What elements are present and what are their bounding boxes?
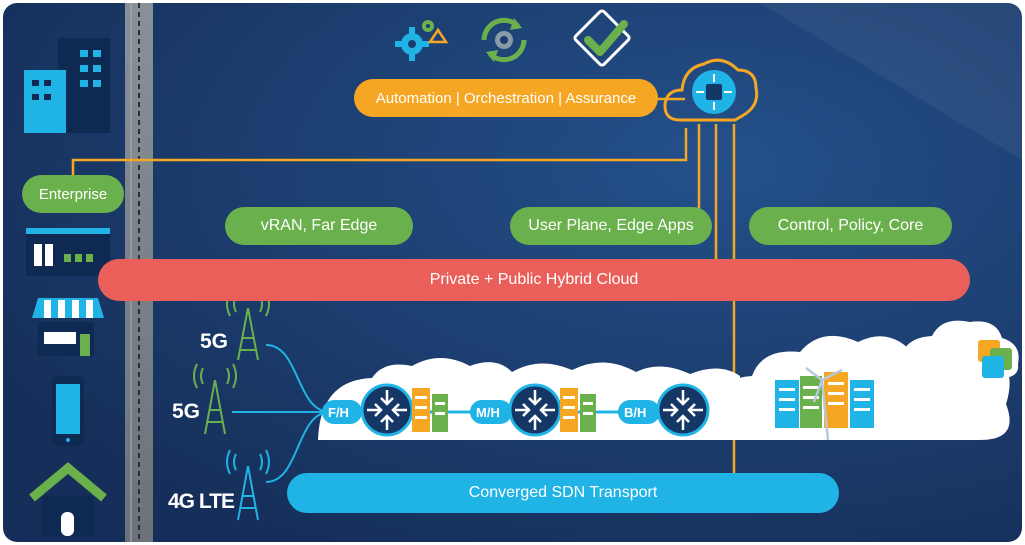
fronthaul-hop-badge <box>322 400 362 424</box>
shop-awning-icon <box>32 298 104 356</box>
data-center-icon <box>775 372 874 428</box>
backhaul-hop-badge <box>618 400 660 424</box>
router-icon <box>508 383 562 437</box>
5g-label-mid: 5G <box>172 400 201 423</box>
wind-turbine-icon <box>805 367 843 441</box>
hybrid-cloud-bar: Private + Public Hybrid Cloud <box>98 259 970 301</box>
assurance-check-icon <box>573 9 631 67</box>
enterprise-label: Enterprise <box>22 175 124 213</box>
transport-chain <box>322 383 710 437</box>
midhaul-label: M/H <box>476 405 500 420</box>
control-policy-core-label: Control, Policy, Core <box>749 207 952 245</box>
router-icon <box>656 383 710 437</box>
automation-gears-icon <box>395 20 449 61</box>
4g-tower-icon <box>226 449 270 521</box>
sdn-transport-bar: Converged SDN Transport <box>287 473 839 513</box>
orchestration-cycle-icon <box>481 17 527 63</box>
server-stack-icon <box>412 388 448 432</box>
backhaul-label: B/H <box>624 405 647 420</box>
home-icon <box>29 462 107 536</box>
midhaul-hop-badge <box>470 400 512 424</box>
orchestration-bar: Automation | Orchestration | Assurance <box>354 79 658 117</box>
mobile-phone-icon <box>52 376 84 446</box>
router-icon <box>360 383 414 437</box>
background-sheen <box>760 3 1022 160</box>
5g-tower-icon-mid <box>193 363 237 435</box>
server-stack-icon <box>560 388 596 432</box>
radio-fronthaul-links <box>232 344 331 483</box>
user-plane-edge-apps-label: User Plane, Edge Apps <box>510 207 712 245</box>
5g-label-top: 5G <box>200 330 229 353</box>
public-cloud-provider-icon <box>978 340 1012 378</box>
4g-lte-label: 4G LTE <box>168 490 235 513</box>
cloud-controller-icon <box>663 58 759 122</box>
retail-store-icon <box>26 228 110 276</box>
enterprise-building-icon <box>24 38 110 133</box>
fronthaul-label: F/H <box>328 405 349 420</box>
vran-far-edge-label: vRAN, Far Edge <box>225 207 413 245</box>
